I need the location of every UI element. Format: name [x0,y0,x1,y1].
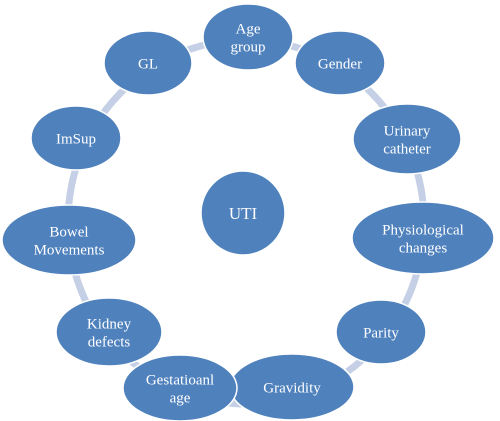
node-physiological-changes-label-line: changes [399,240,447,256]
node-kidney-defects: Kidney defects [55,297,163,367]
node-kidney-defects-shape [55,297,163,367]
center-node-shape [200,170,286,256]
node-urinary-catheter-shape [352,103,462,175]
node-urinary-catheter-label-line: Urinary [384,123,431,139]
node-age-group-label-line: Age [236,21,261,37]
node-gender-shape [294,30,386,96]
node-kidney-defects-label-line: Kidney [87,316,132,332]
node-physiological-changes: Physiological changes [351,201,495,275]
node-urinary-catheter: Urinary catheter [352,103,462,175]
node-parity-label-line: Parity [363,325,399,341]
node-gl-shape [103,30,193,96]
node-physiological-changes-shape [351,201,495,275]
node-age-group: Age group [202,3,294,71]
node-age-group-shape [202,3,294,71]
node-kidney-defects-label-line: defects [88,334,131,350]
center-node-uti: UTI [200,170,286,256]
node-urinary-catheter-label-line: catheter [383,141,430,157]
node-gestatioanl-age: Gestatioanl age [122,354,238,421]
node-gl-label-line: GL [138,56,158,72]
node-bowel-movements-label-line: Movements [34,242,105,258]
node-gravidity-label-line: Gravidity [263,380,321,396]
node-imsup-shape [30,105,122,171]
node-gender-label-line: Gender [318,56,362,72]
node-imsup-label-line: ImSup [56,131,96,147]
node-physiological-changes-label-line: Physiological [382,222,464,238]
node-imsup: ImSup [30,105,122,171]
center-node-label-line: UTI [229,204,258,223]
node-gestatioanl-age-label-line: age [170,390,191,406]
node-bowel-movements-label-line: Bowel [49,224,88,240]
center-node: UTI [200,170,286,256]
node-gender: Gender [294,30,386,96]
node-age-group-label-line: group [231,39,266,55]
node-gl: GL [103,30,193,96]
node-bowel-movements-shape [1,204,137,276]
node-parity-shape [335,299,427,365]
node-gravidity: Gravidity [229,353,355,421]
node-gestatioanl-age-label-line: Gestatioanl [146,372,214,388]
node-parity: Parity [335,299,427,365]
node-gestatioanl-age-shape [122,354,238,421]
